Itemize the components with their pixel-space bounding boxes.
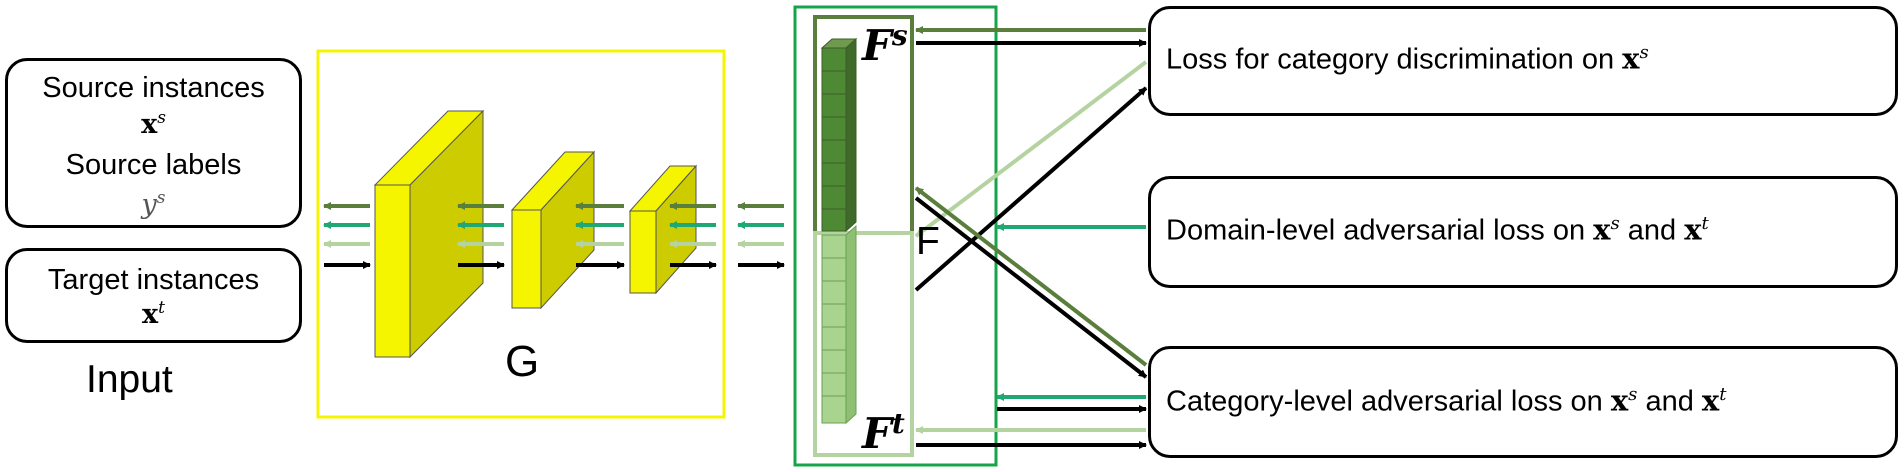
source-y-math: ys (5, 188, 302, 220)
input-label: Input (86, 358, 173, 401)
loss-3-x1: x (1610, 383, 1629, 418)
source-labels-label: Source labels (65, 149, 242, 181)
loss-1-x: x (1622, 41, 1640, 76)
fs-neuron-column (820, 37, 858, 233)
fs-label: Fs (862, 22, 908, 67)
classifier-frame (793, 5, 998, 467)
loss-2-prefix: Domain-level adversarial loss on (1166, 214, 1594, 247)
ft-neuron-column (821, 224, 857, 425)
target-x-superscript: t (158, 298, 165, 318)
conv-block-small (628, 164, 698, 295)
source-x-superscript: s (157, 108, 166, 128)
loss-2-x1-sup: s (1610, 213, 1620, 234)
fs-symbol: F (862, 21, 892, 70)
fs-superscript: s (891, 19, 908, 52)
loss-2-text: Domain-level adversarial loss on xs and … (1166, 215, 1709, 246)
ft-label: Ft (862, 410, 905, 455)
loss-3-text: Category-level adversarial loss on xs an… (1166, 386, 1726, 417)
conv-block-medium (510, 150, 596, 310)
loss-3-x1-sup: s (1628, 384, 1638, 405)
loss-3-prefix: Category-level adversarial loss on (1166, 385, 1611, 418)
source-x-symbol: x (141, 109, 158, 140)
loss-3-x2: x (1701, 383, 1720, 418)
source-y-symbol: y (141, 189, 157, 220)
arrows-block3-out (669, 202, 717, 269)
arrows-block2-block3 (575, 202, 625, 269)
loss3-arrows (915, 393, 1147, 449)
classifier-label: F (916, 220, 940, 263)
source-x-math: xs (5, 108, 302, 140)
target-x-symbol: x (142, 299, 159, 330)
arrows-g-to-f (737, 202, 785, 269)
generator-label: G (505, 337, 540, 386)
loss-3-x2-sup: t (1719, 384, 1727, 405)
loss-box-category-discrimination (1148, 6, 1898, 116)
loss-3-mid: and (1637, 385, 1702, 418)
loss-1-x-sup: s (1639, 42, 1649, 63)
target-input-box (5, 248, 302, 343)
target-x-math: xt (5, 298, 302, 330)
loss-2-x1: x (1593, 212, 1611, 247)
loss-2-mid: and (1619, 214, 1685, 247)
loss-1-text: Loss for category discrimination on xs (1166, 44, 1649, 75)
source-input-box (5, 58, 302, 228)
loss-1-prefix: Loss for category discrimination on (1166, 43, 1623, 76)
arrows-block1-block2 (457, 202, 505, 269)
loss-2-x2-sup: t (1701, 213, 1709, 234)
loss-box-domain-adversarial (1148, 176, 1898, 288)
ft-frame (813, 231, 914, 457)
loss1-arrows (915, 26, 1147, 47)
ft-superscript: t (891, 407, 905, 440)
cross-arrows (914, 60, 1148, 379)
arrows-input-to-g (323, 202, 371, 269)
loss-2-x2: x (1684, 212, 1702, 247)
source-instances-label: Source instances (42, 72, 265, 104)
target-instances-label: Target instances (47, 264, 260, 296)
conv-block-large (373, 109, 485, 359)
loss-box-category-adversarial (1148, 346, 1898, 458)
ft-symbol: F (862, 409, 892, 458)
generator-frame (316, 49, 726, 419)
source-y-superscript: s (156, 188, 166, 208)
